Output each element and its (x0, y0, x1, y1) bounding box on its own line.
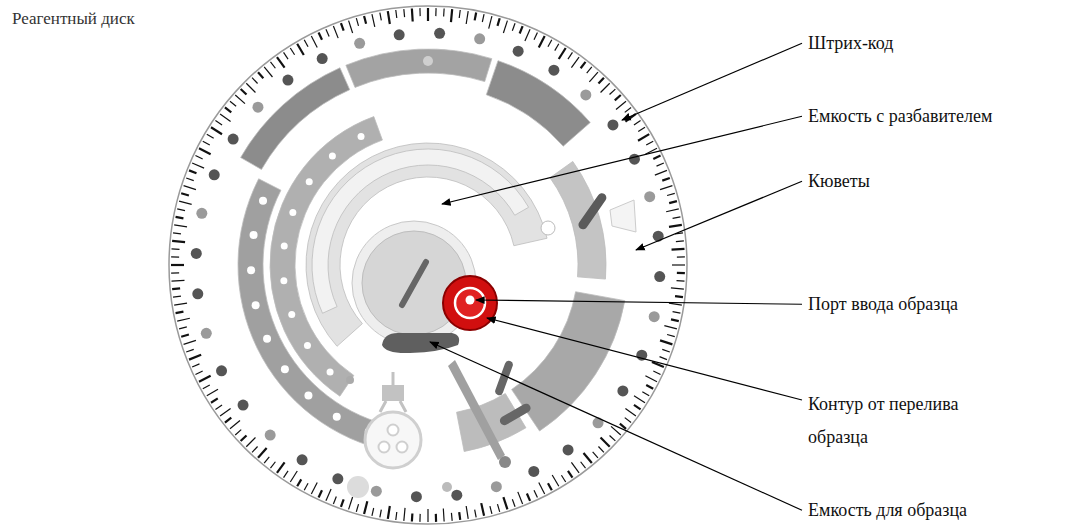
sample-port (455, 288, 485, 318)
disc-title: Реагентный диск (12, 8, 162, 29)
barcode-ring (171, 8, 685, 522)
part-label: Емкость для образца (808, 499, 1078, 522)
part-label: Порт ввода образца (808, 293, 1068, 316)
channel-band (486, 61, 590, 147)
channel-band (550, 161, 606, 279)
leader-line (622, 43, 802, 120)
channel-band (346, 49, 492, 87)
leader-line (636, 181, 802, 250)
part-label: Контур от перелива образца (808, 388, 998, 455)
diluent-chamber (306, 143, 547, 346)
leader-line (487, 318, 802, 400)
disc (169, 6, 687, 524)
part-label: Емкость с разбавителем (808, 105, 1088, 128)
leader-lines (430, 43, 802, 510)
cuvette-ring (191, 28, 665, 502)
disc-body (169, 6, 687, 524)
leader-line (430, 342, 802, 510)
leader-line (476, 300, 802, 304)
leader-line (442, 116, 802, 204)
part-label: Штрих-код (808, 32, 1068, 55)
channel-band (241, 68, 350, 170)
overflow-ring (443, 276, 497, 330)
part-label: Кюветы (808, 170, 1068, 193)
